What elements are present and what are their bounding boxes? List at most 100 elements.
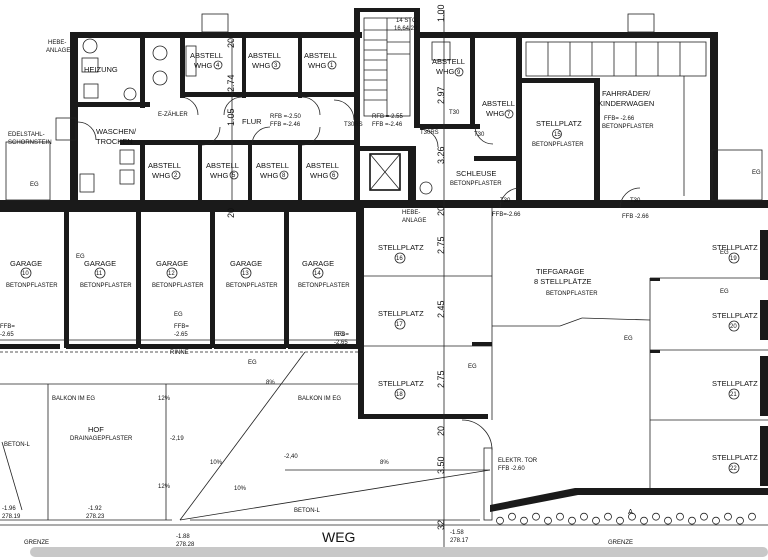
abstell-top-2-b: WHG: [308, 61, 326, 70]
garage-2-sub: BETONPFLASTER: [152, 283, 204, 289]
abstell-top-2-n: 1: [330, 63, 334, 69]
t30-label-2: T30: [474, 132, 485, 138]
bike-area: [525, 41, 763, 201]
flur-ffb: FFB =-2.46: [270, 122, 301, 128]
stellplatz-1-n: 17: [396, 322, 403, 328]
stone: [628, 512, 636, 521]
tiefgarage-label-1: TIEFGARAGE: [536, 267, 584, 276]
stone: [652, 512, 660, 521]
hebe-bottom-2: ANLAGE: [402, 218, 426, 224]
waschen-label-2: TROCKEN: [96, 137, 133, 146]
level-188b: 278.28: [176, 542, 195, 548]
ffb-265a: FFB=: [0, 324, 15, 330]
garage-4-n: 14: [314, 271, 321, 277]
stellplatz-1-label: STELLPLATZ: [378, 309, 424, 318]
ffb-265c: FFB=: [334, 332, 349, 338]
level-188: -1.88: [176, 534, 190, 540]
number-circle: [327, 60, 337, 70]
labels: HEBE- ANLAGE HEIZUNG EDELSTAHL- SCHORNST…: [0, 4, 761, 548]
grenze-label-1: GRENZE: [24, 540, 49, 546]
dimension-line: [231, 10, 445, 548]
ffb-266-right: FFB -2.66: [622, 214, 649, 220]
level-196: -1.96: [2, 506, 16, 512]
stellplatz-2-n: 18: [396, 392, 403, 398]
abstell-top-1-b: WHG: [252, 61, 270, 70]
horizontal-scrollbar[interactable]: [30, 547, 768, 557]
garage-1-sub: BETONPFLASTER: [80, 283, 132, 289]
ffb-265a2: -2.65: [0, 332, 14, 338]
abstell-bottom-3-a: ABSTELL: [306, 161, 339, 170]
garage-2-label: GARAGE: [156, 259, 188, 268]
stellplatz-5-n: 21: [730, 392, 737, 398]
number-circle: [312, 267, 324, 279]
number-circle: [279, 170, 289, 180]
number-circle: [166, 267, 178, 279]
abstell7-b: WHG: [486, 109, 504, 118]
abstell-bottom-0-n: 2: [174, 173, 178, 179]
dimension-2: 1.05: [226, 108, 236, 126]
garage-3-label: GARAGE: [230, 259, 262, 268]
number-circle: [728, 462, 740, 474]
schleuse-label: SCHLEUSE: [456, 169, 496, 178]
courtyard: [0, 351, 491, 521]
abstell7-n: 7: [507, 112, 511, 118]
stone: [724, 512, 732, 521]
rinne-label: RINNE: [170, 350, 189, 356]
dimension-1: 2.74: [226, 74, 236, 92]
number-circle: [329, 170, 339, 180]
number-circle: [394, 252, 406, 264]
slope-2: 12%: [158, 484, 171, 490]
elektr-tor-label: ELEKTR. TOR: [498, 458, 538, 464]
stone: [736, 516, 744, 525]
dimension-8: 2.75: [436, 236, 446, 254]
stellplatz15-sub: BETONPFLASTER: [532, 142, 584, 148]
t30-label-1: T30: [449, 110, 460, 116]
ezaehler-label: E-ZÄHLER: [158, 111, 188, 118]
ffb-260: FFB -2.60: [498, 466, 525, 472]
stair-ffb: FFB =-2.46: [372, 122, 403, 128]
garage-0-n: 10: [22, 271, 29, 277]
heizung-label: HEIZUNG: [84, 65, 118, 74]
dimension-0: 20: [226, 38, 236, 48]
dimension-12: 3.50: [436, 456, 446, 474]
stellplatz15-n: 15: [554, 132, 561, 138]
ffb-265b: FFB=: [174, 324, 189, 330]
beton-l-label-1: BETON-L: [4, 442, 31, 448]
stellplatz-4-label: STELLPLATZ: [712, 311, 758, 320]
stair-steps-2: 16,64/28: [394, 26, 418, 32]
number-circle: [394, 318, 406, 330]
schleuse-sub: BETONPFLASTER: [450, 181, 502, 187]
door-swings: [77, 96, 641, 209]
dimension-4: 2.97: [436, 86, 446, 104]
abstell9-b: WHG: [436, 67, 454, 76]
fahrraeder-ffb: FFB= -2.66: [604, 116, 635, 122]
stone: [700, 512, 708, 521]
dimension-9: 2.45: [436, 300, 446, 318]
fahrraeder-label-2: KINDERWAGEN: [598, 99, 654, 108]
stone: [496, 516, 504, 525]
slope-3: 10%: [210, 460, 223, 466]
eg-label-6: EG: [174, 312, 183, 318]
stone: [532, 512, 540, 521]
hebe-bottom-1: HEBE-: [402, 210, 420, 216]
abstell-top-1-n: 3: [274, 63, 278, 69]
garage-0-sub: BETONPFLASTER: [6, 283, 58, 289]
garage-1-n: 11: [96, 271, 103, 277]
eg-label-2: EG: [752, 170, 761, 176]
stone: [568, 516, 576, 525]
stone: [664, 516, 672, 525]
fahrraeder-sub: BETONPFLASTER: [602, 124, 654, 130]
ffb-266-left: FFB=-2.66: [492, 212, 521, 218]
eg-label-4: EG: [720, 250, 729, 256]
garage-3-sub: BETONPFLASTER: [226, 283, 278, 289]
stair-rfb: RFB =-2.55: [372, 114, 404, 120]
t30-label-4: T30: [630, 198, 641, 204]
eg-label-5: EG: [720, 289, 729, 295]
fahrraeder-label-1: FAHRRÄDER/: [602, 89, 651, 98]
abstell-bottom-0-b: WHG: [152, 171, 170, 180]
stone: [520, 516, 528, 525]
slope-6: 8%: [380, 460, 389, 466]
stone: [640, 516, 648, 525]
stone: [544, 516, 552, 525]
abstell-top-0-n: 4: [216, 63, 220, 69]
